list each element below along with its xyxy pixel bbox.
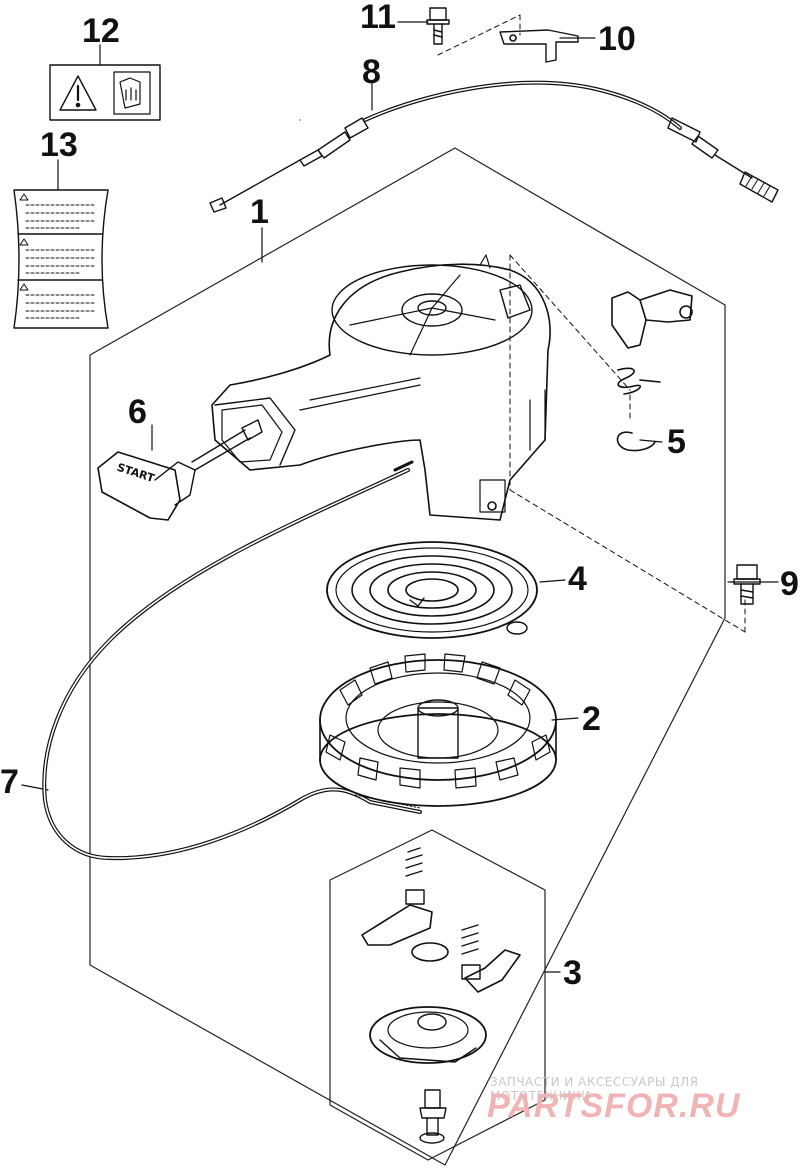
bolt-11: [426, 7, 450, 45]
recoil-spring-4: [326, 541, 538, 639]
ratchet-kit-3: [361, 847, 521, 1144]
callout-1: 1: [250, 193, 269, 231]
callout-12: 12: [82, 12, 120, 50]
leader-lines: [21, 21, 779, 973]
starter-housing-1: [211, 254, 551, 521]
callout-2: 2: [582, 700, 601, 738]
callout-13: 13: [40, 126, 78, 164]
starter-handle-6: START: [97, 419, 263, 521]
callout-3: 3: [563, 954, 582, 992]
alignment-dashes: [437, 14, 746, 633]
callout-6: 6: [128, 393, 147, 431]
reel-pulley-2: [319, 653, 557, 807]
bolt-9: [733, 564, 761, 605]
starter-rope-7: [42, 460, 422, 861]
watermark-caption: ЗАПЧАСТИ И АКСЕССУАРЫ ДЛЯ МОТОТЕХНИКИ: [490, 1075, 699, 1103]
callout-9: 9: [780, 565, 799, 603]
callout-8: 8: [362, 53, 381, 91]
callout-4: 4: [568, 560, 587, 598]
lockout-spring-and-lever: [611, 289, 693, 395]
instruction-decal-13: [13, 189, 109, 329]
callout-5: 5: [667, 423, 686, 461]
assembly-3-outline: [329, 829, 546, 1161]
starter-cable-8: [209, 80, 779, 213]
callout-11: 11: [360, 0, 396, 36]
callout-7: 7: [0, 763, 19, 801]
assembly-1-outline: [89, 147, 726, 1166]
warning-decal-12: [49, 64, 161, 121]
snap-ring-5: [616, 431, 656, 452]
handle-start-label: START: [115, 461, 156, 485]
callout-10: 10: [598, 20, 636, 58]
bracket-10: [499, 29, 579, 63]
watermark-logo: PARTSFOR.RU: [487, 1087, 741, 1125]
